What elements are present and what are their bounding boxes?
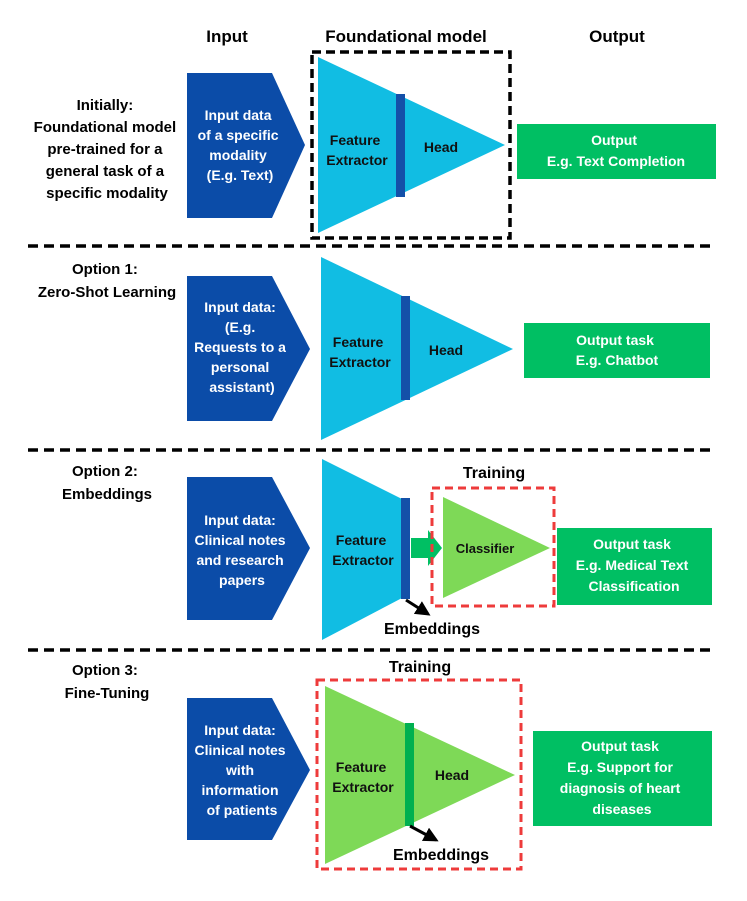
header-model: Foundational model [325,27,487,46]
output-box [557,528,712,605]
output-text: Output E.g. Text Completion [547,132,685,169]
output-text: Output task E.g. Medical Text Classifica… [576,536,692,594]
input-arrow [187,477,310,620]
row-label: Option 2: Embeddings [62,463,152,503]
model-divider [401,296,410,400]
header-output: Output [589,27,645,46]
row-option-2: Option 2: Embeddings Input data: Clinica… [62,459,712,640]
feature-extractor-label: Feature Extractor [332,532,394,568]
embeddings-pointer [409,824,439,842]
model-triangle [321,257,513,440]
model-divider [401,498,410,599]
classifier-triangle [443,497,550,598]
model-divider [396,94,405,197]
row-option-1: Option 1: Zero-Shot Learning Input data:… [38,257,710,440]
head-label: Head [424,139,458,155]
model-divider [405,723,414,826]
training-label: Training [463,465,525,482]
model-triangle [318,57,505,233]
head-label: Head [435,767,469,783]
embeddings-label: Embeddings [384,621,480,638]
output-box [524,323,710,378]
row-initially: Initially: Foundational model pre-traine… [34,50,716,240]
input-arrow [187,73,305,218]
feature-extractor-trapezoid [322,459,402,640]
output-text: Output task E.g. Chatbot [576,332,659,368]
input-arrow [187,698,310,840]
foundational-model-box [310,50,512,240]
model-triangle [325,686,515,864]
output-text: Output task E.g. Support for diagnosis o… [560,738,684,817]
feature-extractor-label: Feature Extractor [329,334,391,370]
input-text: Input data: Clinical notes with informat… [195,722,290,818]
classifier-label: Classifier [456,541,515,556]
output-box [517,124,716,179]
input-arrow [187,276,310,421]
row-label: Initially: Foundational model pre-traine… [34,97,181,202]
input-text: Input data: (E.g. Requests to a personal… [194,299,290,395]
row-label: Option 1: Zero-Shot Learning [38,261,176,301]
input-text: Input data of a specific modality (E.g. … [198,107,283,183]
row-option-3: Option 3: Fine-Tuning Input data: Clinic… [65,659,712,871]
embeddings-pointer [405,598,431,616]
training-label: Training [389,659,451,676]
output-box [533,731,712,826]
embedding-arrow [411,530,442,566]
training-box [430,486,556,608]
head-label: Head [429,342,463,358]
input-text: Input data: Clinical notes and research … [195,512,290,588]
training-box [315,678,523,871]
feature-extractor-label: Feature Extractor [332,759,394,795]
row-label: Option 3: Fine-Tuning [65,662,150,702]
header-input: Input [206,27,248,46]
embeddings-label: Embeddings [393,847,489,864]
feature-extractor-label: Feature Extractor [326,132,388,168]
